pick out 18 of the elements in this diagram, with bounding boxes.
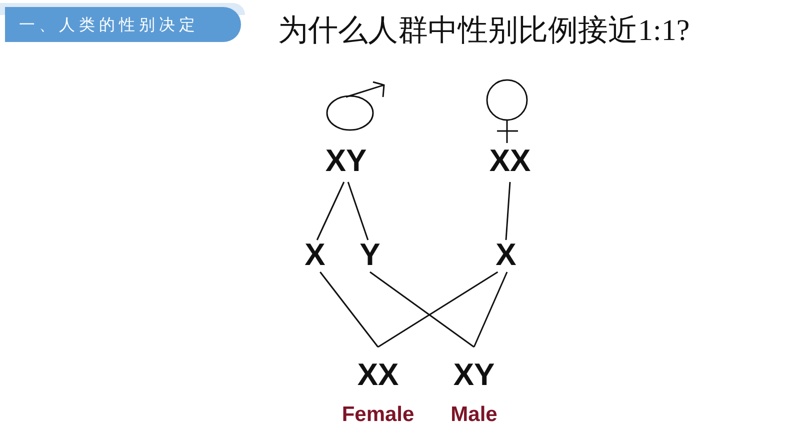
connector-line xyxy=(320,272,379,348)
genotype-label: X xyxy=(496,240,516,272)
connector-line xyxy=(316,182,345,240)
genotype-label: X xyxy=(304,240,326,272)
sex-label: Male xyxy=(450,404,498,426)
connector-line xyxy=(370,271,474,348)
genotype-label: XX xyxy=(489,148,531,182)
genotype-label: XX xyxy=(356,362,400,388)
genotype-label: XY xyxy=(452,362,496,388)
connector-line xyxy=(378,271,498,348)
sex-label: Female xyxy=(342,404,414,426)
genotype-label: Y xyxy=(360,240,380,272)
connector-line xyxy=(473,272,508,348)
connector-line xyxy=(347,182,369,240)
title-text: 为什么人群中性别比例接近1:1? xyxy=(278,13,691,49)
header-banner: 一、人类的性别决定 xyxy=(5,7,241,42)
genotype-label: XY xyxy=(325,148,367,182)
connector-line xyxy=(505,182,511,240)
